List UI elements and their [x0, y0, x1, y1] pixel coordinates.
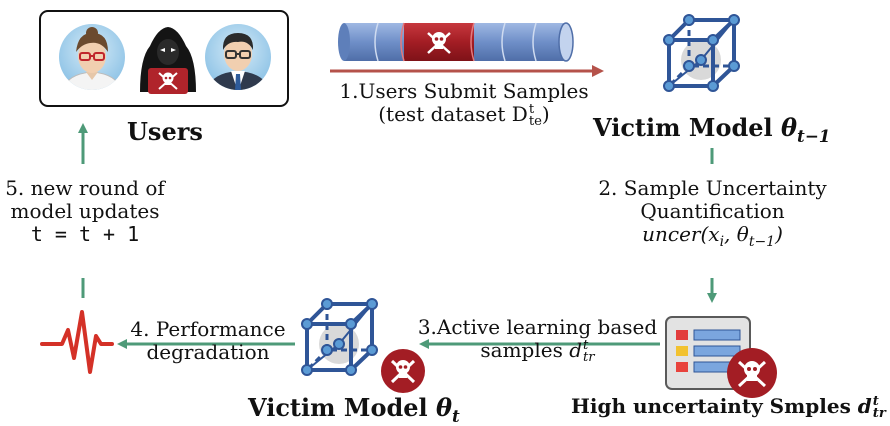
cube-model-bottom-icon [301, 298, 425, 393]
step4-label: 4. Performance degradation [118, 318, 298, 364]
hacker-icon [140, 27, 196, 94]
step2-formula: uncer(xi, θt−1) [642, 222, 783, 251]
user-avatar-woman-icon [59, 24, 125, 90]
step4-line1: 4. Performance [130, 317, 286, 341]
dataset-cylinder-icon [338, 22, 574, 62]
victim-model-top-title: Victim Model θt−1 [593, 113, 831, 146]
step5-label: 5. new round of model updates t = t + 1 [0, 177, 170, 246]
users-title: Users [127, 117, 203, 146]
user-avatar-man-icon [205, 24, 271, 90]
victim-model-bottom-title: Victim Model θt [248, 393, 460, 426]
cube-model-top-icon [663, 14, 740, 92]
step5-line2: model updates [10, 199, 160, 223]
document-list-icon [665, 316, 777, 398]
step2-label: 2. Sample Uncertainty Quantification unc… [590, 176, 835, 251]
step5-line3: t = t + 1 [30, 222, 140, 246]
step2-line2: Quantification [640, 199, 785, 223]
skull-icon [427, 32, 451, 54]
step4-line2: degradation [146, 340, 270, 364]
heartbeat-icon [40, 310, 114, 374]
step3-line1: 3.Active learning based [417, 315, 658, 339]
step5-line1: 5. new round of [5, 176, 165, 200]
step2-line1: 2. Sample Uncertainty [598, 176, 827, 200]
step1-line1: 1.Users Submit Samples [339, 79, 589, 103]
